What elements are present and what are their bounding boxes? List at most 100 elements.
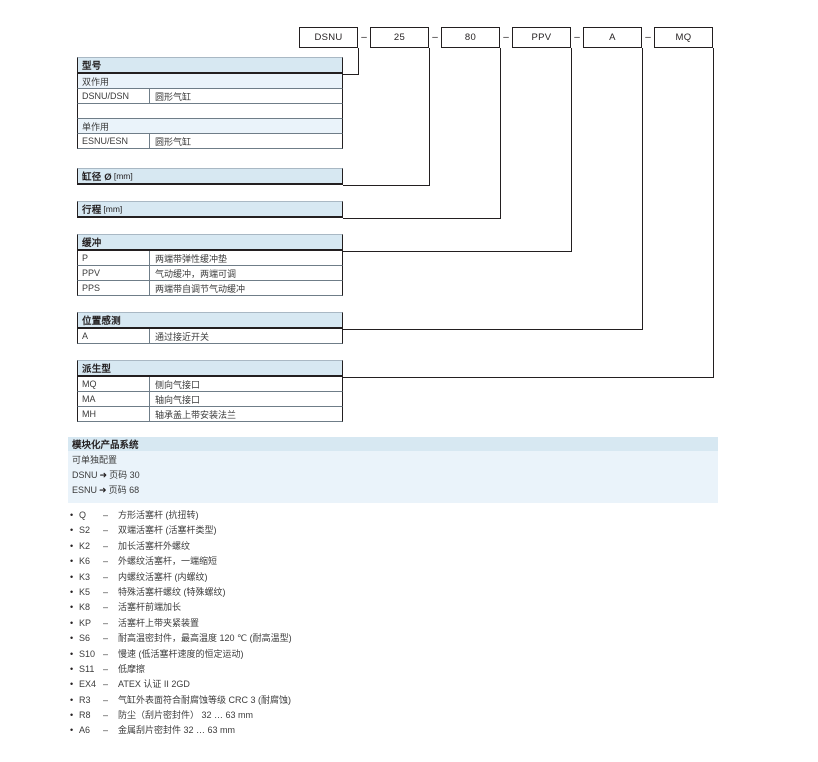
info-link-label: DSNU [72, 470, 98, 480]
code-separator: – [645, 32, 651, 43]
option-dash: – [103, 586, 109, 597]
connector-horizontal [343, 377, 714, 378]
option-code: EX4 [79, 679, 97, 690]
bullet-icon: • [70, 602, 74, 613]
option-description: 慢速 (低活塞杆速度的恒定运动) [118, 648, 244, 659]
table-header-label: 行程 [82, 205, 102, 216]
option-dash: – [103, 617, 109, 628]
connector-vertical [571, 48, 572, 251]
code-separator: – [574, 32, 580, 43]
table-header-unit: [mm] [113, 171, 133, 181]
option-description: 活塞杆上带夹紧装置 [118, 617, 200, 628]
code-cell-cushioning[interactable]: PPV [512, 27, 571, 48]
bullet-icon: • [70, 663, 74, 674]
option-code: KP [79, 617, 92, 628]
table-header-stroke: 行程[mm] [77, 201, 343, 216]
info-box-link[interactable]: DSNU➜页码 30 [72, 468, 714, 483]
option-dash: – [103, 510, 109, 520]
option-list-item: •S2–双端活塞杆 (活塞杆类型) [70, 523, 630, 538]
option-list-item: • KP–活塞杆上带夹紧装置 [70, 616, 630, 631]
table-header-label: 派生型 [82, 364, 112, 375]
option-code: K8 [79, 602, 91, 613]
code-cell-bore[interactable]: 25 [370, 27, 429, 48]
option-description: 方形活塞杆 (抗扭转) [118, 510, 199, 520]
info-link-target: 页码 30 [109, 470, 140, 480]
info-box-subtitle: 可单独配置 [72, 455, 118, 465]
option-code: S11 [79, 663, 95, 674]
option-description: 耐高温密封件，最高温度 120 ℃ (耐高温型) [118, 633, 292, 644]
table-cell-code: 双作用 [82, 76, 110, 87]
table-row: PPS 两端带自调节气动缓冲 [77, 281, 343, 296]
table-cell-code: A [82, 331, 89, 341]
option-dash: – [103, 633, 109, 644]
connector-vertical [358, 48, 359, 74]
option-description: 气缸外表面符合耐腐蚀等级 CRC 3 (耐腐蚀) [118, 694, 292, 705]
info-box-link[interactable]: ESNU➜页码 68 [72, 483, 714, 498]
table-header-rule [77, 183, 343, 185]
code-cell-stroke[interactable]: 80 [441, 27, 500, 48]
connector-vertical [713, 48, 714, 377]
option-list-item: •S10–慢速 (低活塞杆速度的恒定运动) [70, 647, 630, 662]
connector-horizontal [343, 251, 572, 252]
option-dash: – [103, 602, 109, 613]
option-description: ATEX 认证 II 2GD [118, 679, 190, 690]
option-list-item: •S6–耐高温密封件，最高温度 120 ℃ (耐高温型) [70, 631, 630, 646]
connector-vertical [642, 48, 643, 329]
option-code: S10 [79, 648, 96, 659]
option-description: 双端活塞杆 (活塞杆类型) [118, 525, 217, 536]
option-list-item: •EX4–ATEX 认证 II 2GD [70, 677, 630, 692]
code-cell-series[interactable]: DSNU [299, 27, 358, 48]
bullet-icon: • [70, 648, 74, 659]
bullet-icon: • [70, 571, 74, 582]
table-header-label: 缸径 Ø [82, 172, 112, 183]
option-code: K2 [79, 540, 91, 551]
table-header-label: 型号 [82, 61, 102, 72]
option-list-item: • S11–低摩擦 [70, 662, 630, 677]
table-header-unit: [mm] [103, 204, 123, 214]
table-header-bore: 缸径 Ø[mm] [77, 168, 343, 183]
table-cell-description: 轴向气接口 [149, 392, 342, 406]
option-description: 防尘（刮片密封件） 32 … 63 mm [118, 710, 254, 721]
bullet-icon: • [70, 617, 74, 628]
bullet-icon: • [70, 525, 74, 536]
table-row: 单作用 [77, 119, 343, 134]
table-cell-code: DSNU/DSN [82, 91, 130, 101]
table-row: MH 轴承盖上带安装法兰 [77, 407, 343, 422]
table-header-variant: 派生型 [77, 360, 343, 375]
option-code: Q [79, 510, 87, 520]
code-cell-position-sensing[interactable]: A [583, 27, 642, 48]
option-list-item: •K8–活塞杆前端加长 [70, 600, 630, 615]
option-description: 特殊活塞杆螺纹 (特殊螺纹) [118, 586, 226, 597]
table-cell-code: PPS [82, 283, 101, 293]
table-cell-code: 单作用 [82, 121, 110, 132]
table-bore: 缸径 Ø[mm] [77, 168, 343, 185]
table-cell-description: 圆形气缸 [149, 89, 342, 103]
option-code: R3 [79, 694, 91, 705]
bullet-icon: • [70, 510, 74, 520]
info-link-label: ESNU [72, 485, 98, 495]
option-dash: – [103, 525, 109, 536]
page-top-crumb [64, 0, 184, 4]
options-list: •Q–方形活塞杆 (抗扭转)•S2–双端活塞杆 (活塞杆类型)•K2–加长活塞杆… [70, 508, 630, 739]
code-cell-variant[interactable]: MQ [654, 27, 713, 48]
option-description: 低摩擦 [118, 663, 146, 674]
table-row: 双作用 [77, 74, 343, 89]
table-row: DSNU/DSN 圆形气缸 [77, 89, 343, 104]
option-code: K5 [79, 586, 91, 597]
connector-horizontal [343, 329, 643, 330]
table-cell-description: 气动缓冲，两端可调 [149, 266, 342, 280]
table-cell-description: 两端带自调节气动缓冲 [149, 281, 342, 295]
option-list-item: •A6–金属刮片密封件 32 … 63 mm [70, 723, 630, 738]
table-header-label: 缓冲 [82, 238, 102, 249]
table-cell-description: 轴承盖上带安装法兰 [149, 407, 342, 421]
option-description: 金属刮片密封件 32 … 63 mm [118, 725, 236, 736]
table-cell-code: MH [82, 409, 96, 419]
option-dash: – [103, 663, 109, 674]
option-code: K6 [79, 556, 91, 567]
